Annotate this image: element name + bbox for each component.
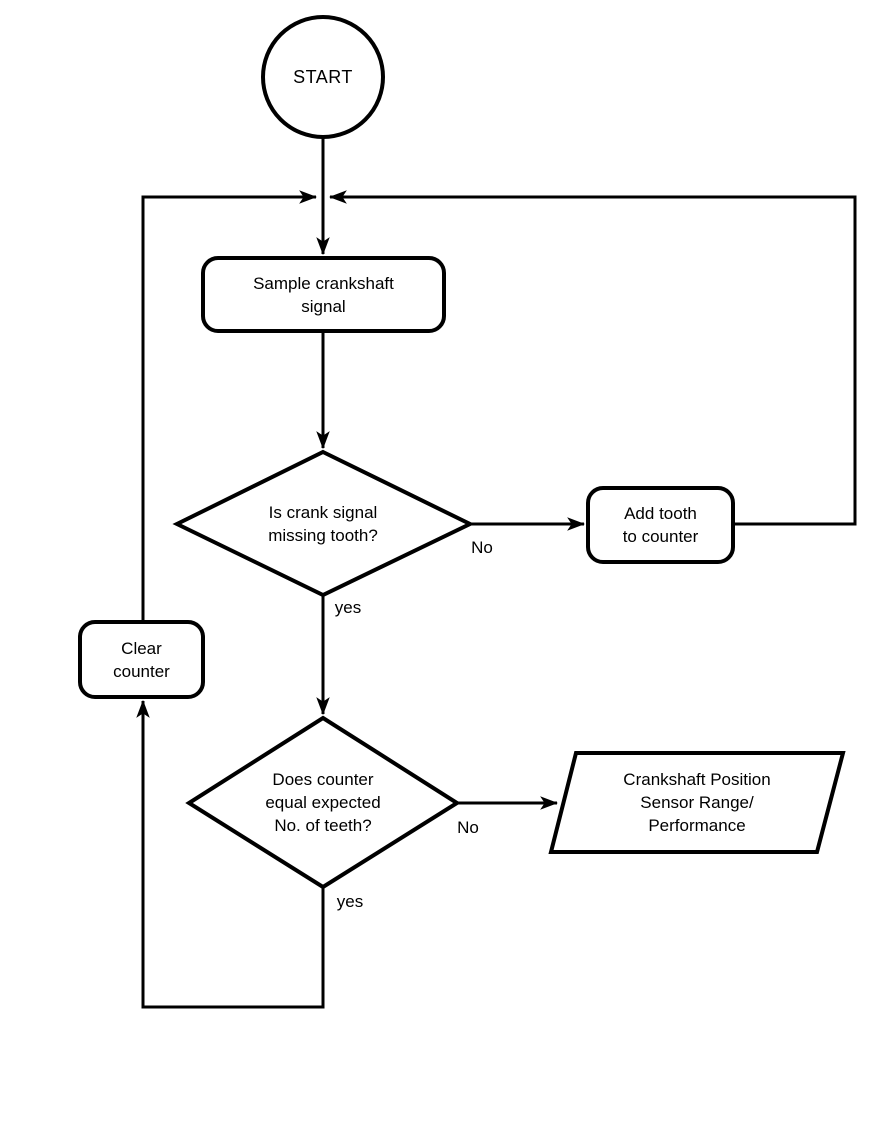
decision1-yes-label: yes	[334, 598, 362, 617]
decision2-no-label: No	[457, 818, 479, 837]
node-start	[261, 15, 385, 139]
node-add-tooth	[586, 486, 735, 564]
add-tooth-label: Add tooth to counter	[622, 504, 699, 546]
sample-signal-label: Sample crankshaft signal	[253, 273, 394, 316]
decision1-no-label: No	[471, 538, 493, 557]
node-decision-counter-equal	[185, 715, 461, 890]
node-decision-missing-tooth	[172, 449, 475, 598]
node-sample-signal	[201, 256, 446, 333]
decision-missing-tooth-label: Is crank signal missing tooth?	[268, 502, 378, 545]
start-label: START	[293, 66, 353, 87]
decision-counter-equal-label: Does counter equal expected No. of teeth…	[265, 770, 381, 835]
dtc-output-label: Crankshaft Position Sensor Range/ Perfor…	[623, 770, 771, 835]
node-dtc-output	[548, 751, 846, 854]
clear-counter-label: Clear counter	[113, 638, 170, 681]
edge-decision2-yes-to-clearcounter	[136, 699, 325, 1009]
decision2-yes-label: yes	[336, 892, 364, 911]
edge-addtooth-to-junction	[328, 190, 857, 526]
edge-clearcounter-to-junction	[141, 190, 318, 620]
node-clear-counter	[78, 620, 205, 699]
